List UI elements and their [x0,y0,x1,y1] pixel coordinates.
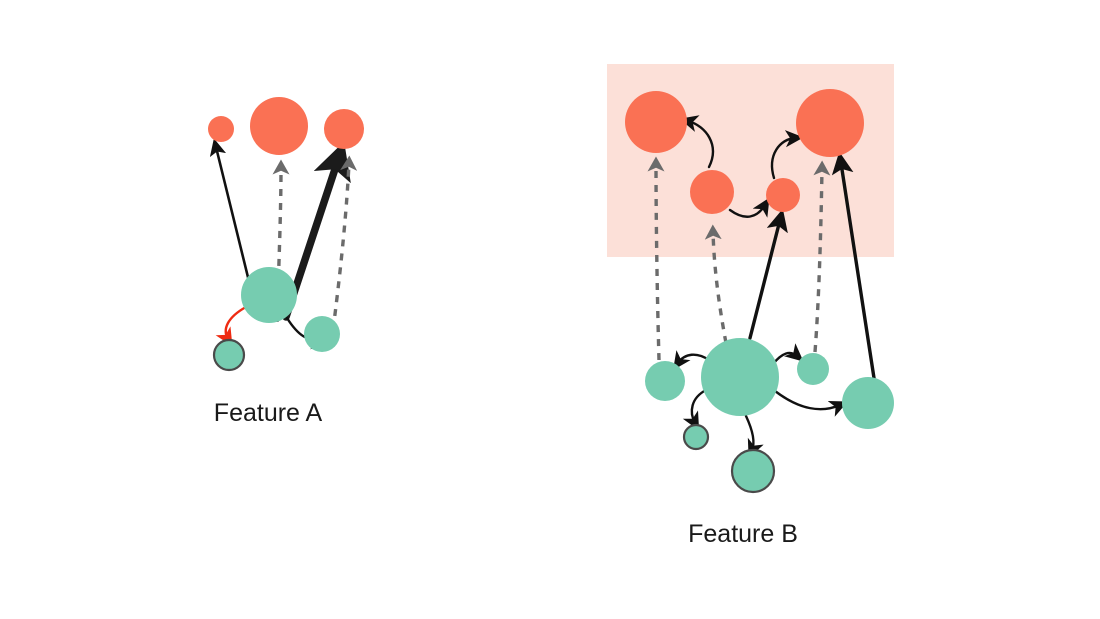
b-green-center [701,338,779,416]
b-solid-center-green-to-orange-midright [748,208,788,340]
b-orange-mid-right [766,178,800,212]
a-green-small-outlined [212,338,246,372]
b-green-right-small [797,353,829,385]
b-green-bottom-tiny [682,423,710,451]
a-orange-large-center [250,97,308,155]
b-curve-orange-midleft-to-midright [728,197,770,218]
b-solid-farright-to-orange-topright [831,151,876,380]
b-orange-mid-left [690,170,734,214]
b-dashed-center-green-to-orange-midleft [704,224,728,344]
b-curve-center-to-bottom-tiny [682,388,708,431]
a-green-small-right [304,316,340,352]
a-orange-small-left [208,116,234,142]
b-curve-center-to-bottom [744,414,764,458]
b-curve-orange-midright-to-topright [771,130,804,180]
feature-b-label: Feature B [688,520,798,548]
a-dashed-right-to-orange-right [331,155,358,331]
a-orange-medium-right [324,109,364,149]
b-orange-top-right [796,89,864,157]
b-curve-orange-midleft-to-topleft [679,115,715,169]
b-green-left [645,361,685,401]
a-curve-red-center-to-outlined [215,305,248,347]
node-layer [208,89,894,494]
b-dashed-rightsmall-to-orange-topright [813,160,831,353]
edge-layer [209,115,876,458]
feature-a-label: Feature A [214,399,323,427]
b-green-far-right [842,377,894,429]
b-green-bottom [730,448,776,494]
b-curve-center-to-right-small [771,343,804,366]
b-orange-top-left [625,91,687,153]
a-green-large-center [241,267,297,323]
b-curve-center-to-far-right [773,389,848,417]
